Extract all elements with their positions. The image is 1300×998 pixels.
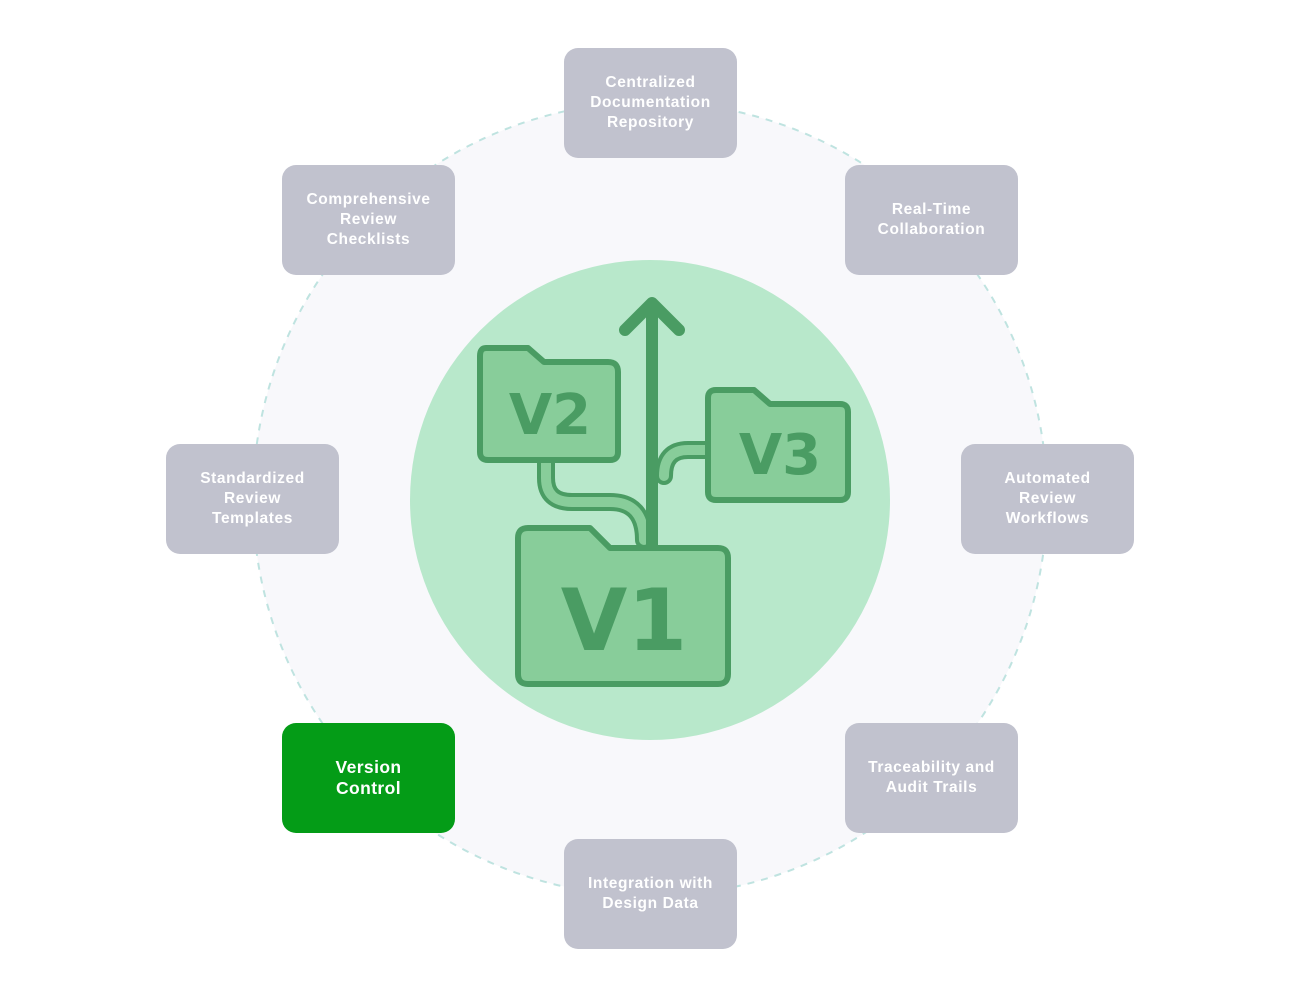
folder-v2-icon bbox=[477, 345, 621, 463]
version-label-v1: V1 bbox=[561, 571, 687, 671]
version-branch-folders-icon bbox=[477, 297, 851, 687]
node-standardized-review-templates[interactable]: Standardized Review Templates bbox=[166, 444, 339, 554]
arrow-head bbox=[619, 297, 685, 336]
node-version-control[interactable]: Version Control bbox=[282, 723, 455, 833]
node-integration-with-design-data[interactable]: Integration with Design Data bbox=[564, 839, 737, 949]
node-comprehensive-review-checklists[interactable]: Comprehensive Review Checklists bbox=[282, 165, 455, 275]
node-real-time-collaboration[interactable]: Real-Time Collaboration bbox=[845, 165, 1018, 275]
node-traceability-and-audit-trails[interactable]: Traceability and Audit Trails bbox=[845, 723, 1018, 833]
folder-v1-icon bbox=[515, 525, 731, 687]
folder-v3-icon bbox=[705, 387, 851, 503]
node-automated-review-workflows[interactable]: Automated Review Workflows bbox=[961, 444, 1134, 554]
version-label-v3: V3 bbox=[739, 423, 821, 488]
version-label-v2: V2 bbox=[509, 383, 591, 448]
node-centralized-documentation-repository[interactable]: Centralized Documentation Repository bbox=[564, 48, 737, 158]
branch-connector-v3-inner bbox=[659, 445, 717, 481]
branch-connector-v2-inner bbox=[541, 455, 649, 545]
